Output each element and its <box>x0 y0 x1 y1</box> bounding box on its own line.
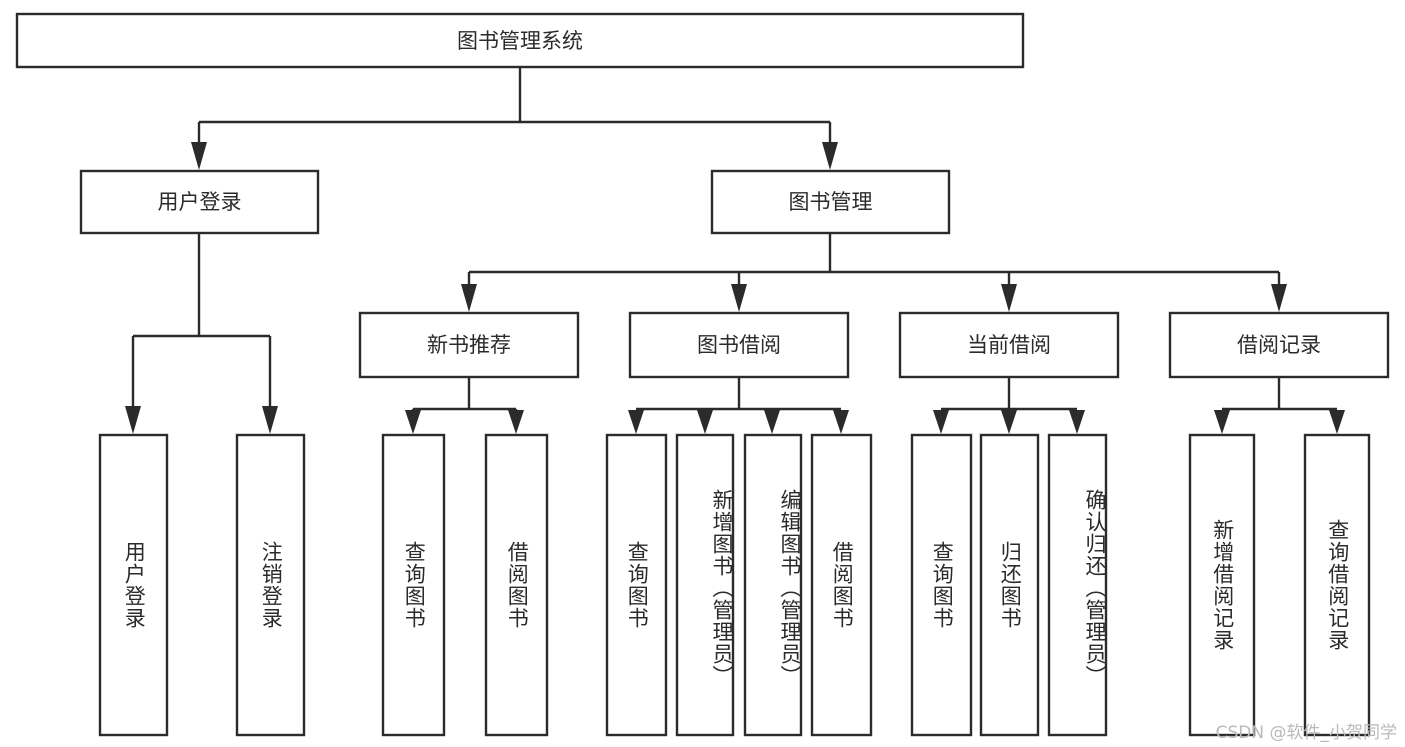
node-book-borrow-label: 图书借阅 <box>697 333 781 357</box>
node-new-book-recommend-box[interactable] <box>358 311 580 379</box>
node-current-borrow[interactable]: 当前借阅 <box>898 311 1120 379</box>
node-leaf-borrow-book-1-box[interactable] <box>484 433 549 737</box>
arrow-head-borrow-record <box>1271 284 1287 312</box>
node-leaf-query-book-3-box[interactable] <box>910 433 973 737</box>
node-new-book-recommend-label: 新书推荐 <box>427 333 511 357</box>
node-book-management-box[interactable] <box>710 169 951 235</box>
arrow-head-user-login <box>191 142 207 170</box>
node-current-borrow-label: 当前借阅 <box>967 333 1051 357</box>
node-current-borrow-box[interactable] <box>898 311 1120 379</box>
arrow-head-leaf-add-record <box>1214 410 1230 434</box>
node-book-borrow-box[interactable] <box>628 311 850 379</box>
arrow-head-leaf-query-book-3 <box>933 410 949 434</box>
csdn-watermark: CSDN @软件_小贺同学 <box>1215 723 1397 743</box>
node-user-login-label: 用户登录 <box>158 190 242 214</box>
arrow-head-leaf-logout-login <box>262 406 278 434</box>
arrow-head-leaf-return-book <box>1001 410 1017 434</box>
node-user-login-box[interactable] <box>79 169 320 235</box>
node-leaf-return-book-box[interactable] <box>979 433 1040 737</box>
node-borrow-record-box[interactable] <box>1168 311 1390 379</box>
node-book-borrow[interactable]: 图书借阅 <box>628 311 850 379</box>
node-leaf-logout-login-box[interactable] <box>235 433 306 737</box>
node-leaf-add-book-box[interactable] <box>675 433 735 737</box>
node-root-box[interactable] <box>15 12 1025 69</box>
node-book-management-label: 图书管理 <box>789 190 873 214</box>
node-leaf-edit-book-box[interactable] <box>743 433 803 737</box>
node-leaf-borrow-book-2-box[interactable] <box>810 433 873 737</box>
arrow-head-leaf-query-book-2 <box>628 410 644 434</box>
arrow-head-leaf-edit-book <box>764 410 780 434</box>
node-book-management[interactable]: 图书管理 <box>710 169 951 235</box>
arrow-head-leaf-confirm-return <box>1069 410 1085 434</box>
arrow-head-leaf-borrow-book-1 <box>508 410 524 434</box>
node-user-login[interactable]: 用户登录 <box>79 169 320 235</box>
connector-group <box>125 67 1345 434</box>
node-leaf-confirm-return-box[interactable] <box>1047 433 1108 737</box>
arrow-head-leaf-query-book-1 <box>405 410 421 434</box>
arrow-head-leaf-borrow-book-2 <box>833 410 849 434</box>
arrow-head-book-borrow <box>731 284 747 312</box>
node-root[interactable]: 图书管理系统 <box>15 12 1025 69</box>
node-root-label: 图书管理系统 <box>457 29 583 53</box>
node-borrow-record-label: 借阅记录 <box>1237 333 1321 357</box>
leaf-box-group <box>98 433 1371 737</box>
arrow-head-leaf-user-login <box>125 406 141 434</box>
node-borrow-record[interactable]: 借阅记录 <box>1168 311 1390 379</box>
arrow-head-new-book-recommend <box>461 284 477 312</box>
node-leaf-query-book-1-box[interactable] <box>381 433 446 737</box>
node-leaf-query-book-2-box[interactable] <box>605 433 668 737</box>
arrow-head-leaf-add-book <box>697 410 713 434</box>
node-new-book-recommend[interactable]: 新书推荐 <box>358 311 580 379</box>
node-leaf-query-record-box[interactable] <box>1303 433 1371 737</box>
node-leaf-add-record-box[interactable] <box>1188 433 1256 737</box>
arrow-head-leaf-query-record <box>1329 410 1345 434</box>
node-leaf-user-login-box[interactable] <box>98 433 169 737</box>
arrow-head-current-borrow <box>1001 284 1017 312</box>
arrow-head-book-management <box>822 142 838 170</box>
